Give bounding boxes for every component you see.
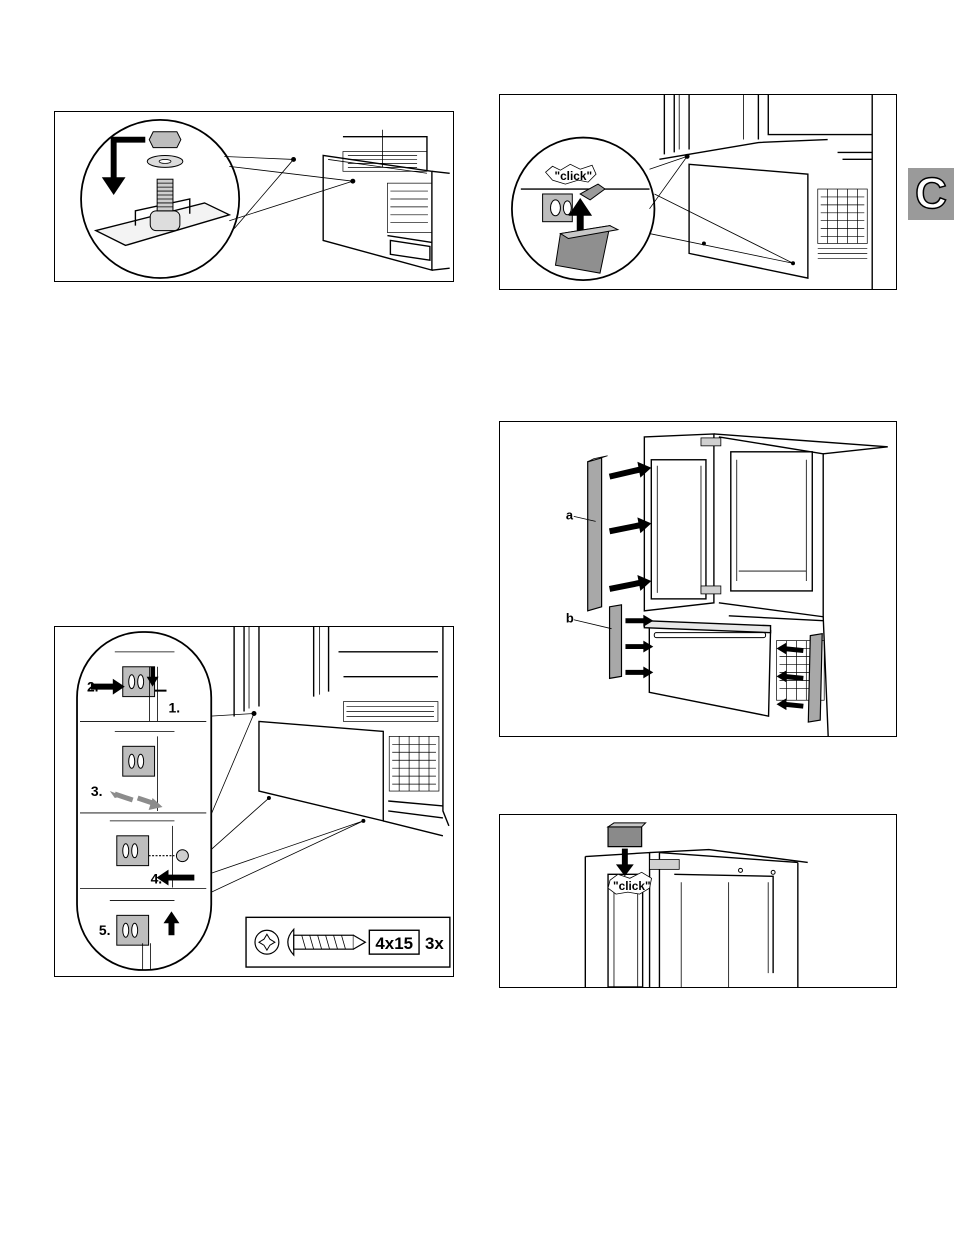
- nut: [149, 132, 181, 148]
- step-4-label: 4.: [151, 871, 163, 887]
- screw-legend: 4x15 3x: [246, 917, 450, 967]
- click-bottom-illustration: "click": [500, 95, 896, 289]
- figure-click-bottom: "click": [499, 94, 897, 290]
- step-3-label: 3.: [91, 783, 103, 799]
- grille-pattern: [818, 189, 867, 258]
- drawer-front: [689, 164, 808, 278]
- figure-nut-mounting: [54, 111, 454, 282]
- section-tab: C: [908, 168, 954, 220]
- screw-size: 4x15: [375, 934, 413, 953]
- hinge-steps-illustration: 2. 1. 3. 4.: [55, 627, 453, 976]
- step-1-label: 1.: [168, 700, 180, 716]
- threaded-stud: [157, 179, 173, 211]
- grille-pattern: [343, 152, 432, 233]
- trim-a-label: a: [566, 507, 574, 522]
- fixing-point-1: [291, 157, 296, 162]
- trim-right: [808, 634, 822, 722]
- trim-a: [588, 458, 602, 611]
- screw-quantity: 3x: [425, 934, 444, 953]
- drawer-front: [649, 626, 770, 716]
- section-tab-letter: C: [915, 172, 947, 216]
- trim-b-label: b: [566, 611, 574, 626]
- trim-b: [610, 605, 622, 679]
- trims-illustration: a b: [500, 422, 896, 736]
- cover-cap: [608, 827, 642, 847]
- click-top-illustration: "click": [500, 815, 896, 987]
- step-5-label: 5.: [99, 922, 111, 938]
- click-label: "click": [613, 879, 651, 893]
- click-label: "click": [554, 169, 592, 183]
- figure-trims: a b: [499, 421, 897, 737]
- drawer-front: [259, 721, 383, 820]
- figure-click-top: "click": [499, 814, 897, 988]
- figure-hinge-steps: 2. 1. 3. 4.: [54, 626, 454, 977]
- nut-mounting-illustration: [55, 112, 453, 281]
- fixing-point-2: [350, 179, 355, 184]
- down-arrow-icon: [114, 140, 146, 180]
- step-2-label: 2.: [87, 679, 99, 695]
- grille-pattern: [343, 702, 438, 791]
